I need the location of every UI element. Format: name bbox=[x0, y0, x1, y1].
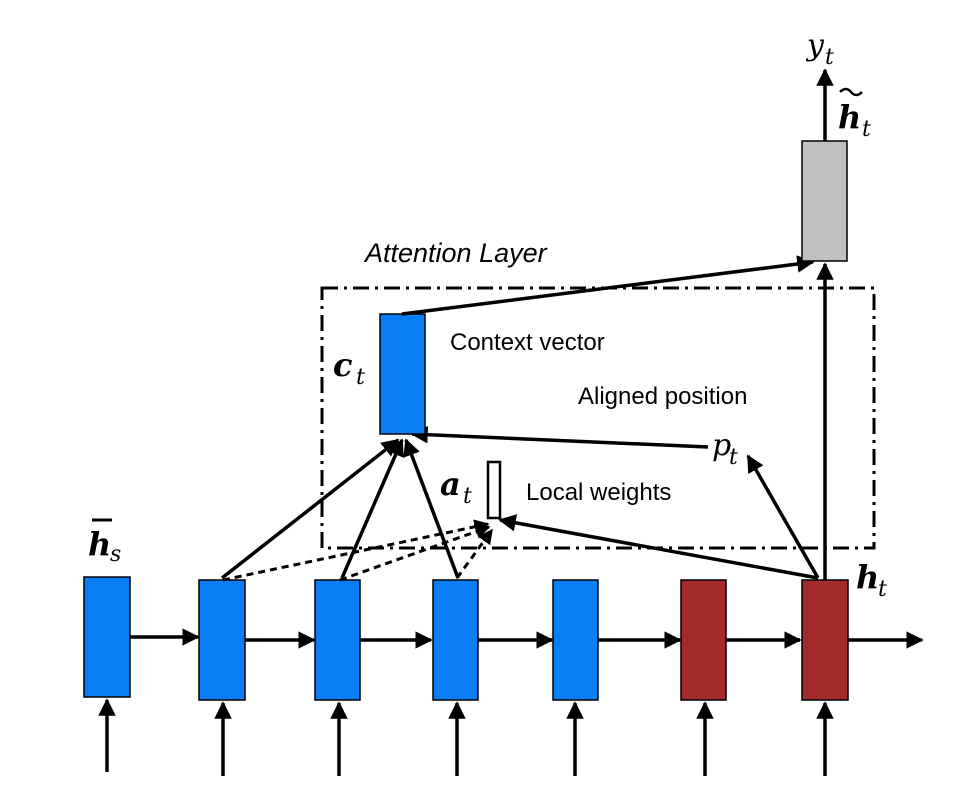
p-t-label: p t bbox=[712, 428, 738, 470]
a-t-label: a t bbox=[440, 465, 472, 509]
target-state-2 bbox=[801, 579, 849, 701]
context-to-attentional-arrow bbox=[401, 255, 815, 316]
local-weights-label: Local weights bbox=[526, 479, 671, 506]
svg-text:t: t bbox=[862, 117, 871, 142]
context-input-lines bbox=[220, 438, 460, 580]
svg-text:t: t bbox=[463, 484, 472, 509]
context-vector-label: Context vector bbox=[450, 329, 605, 356]
y-t-label: y t bbox=[805, 28, 834, 70]
svg-text:h: h bbox=[88, 525, 111, 563]
aligned-position-label: Aligned position bbox=[578, 383, 747, 410]
attention-layer-box bbox=[320, 286, 876, 550]
source-state-1 bbox=[83, 576, 131, 698]
h-tilde-t-label: h t bbox=[838, 87, 871, 142]
svg-text:h: h bbox=[838, 98, 861, 136]
svg-text:t: t bbox=[729, 445, 738, 470]
source-state-5 bbox=[552, 579, 599, 701]
svg-text:t: t bbox=[356, 365, 365, 390]
svg-text:s: s bbox=[110, 542, 121, 567]
local-weight-dashed-lines bbox=[222, 519, 494, 582]
svg-text:t: t bbox=[825, 45, 834, 70]
aligned-to-context-arrow bbox=[410, 425, 709, 449]
source-state-4 bbox=[432, 579, 479, 701]
attentional-state bbox=[801, 140, 848, 262]
context-vector bbox=[379, 313, 426, 435]
svg-text:t: t bbox=[878, 577, 887, 602]
ht-to-local-weights-arrow bbox=[498, 514, 819, 580]
svg-text:y: y bbox=[805, 28, 825, 63]
target-state-1 bbox=[680, 579, 727, 701]
svg-text:a: a bbox=[440, 465, 461, 503]
attention-layer-label: Attention Layer bbox=[363, 238, 548, 268]
source-state-3 bbox=[314, 579, 361, 701]
recurrent-arrows bbox=[130, 628, 924, 649]
h-bar-s-label: h s bbox=[88, 518, 121, 567]
ht-to-aligned-position-arrow bbox=[746, 454, 820, 579]
c-t-label: c t bbox=[333, 346, 365, 390]
source-state-2 bbox=[198, 579, 246, 701]
local-weights-box bbox=[486, 460, 502, 520]
svg-text:p: p bbox=[712, 428, 731, 463]
svg-text:c: c bbox=[333, 346, 352, 384]
svg-text:h: h bbox=[856, 558, 879, 596]
h-t-label: h t bbox=[856, 558, 887, 602]
input-arrows bbox=[98, 698, 834, 776]
